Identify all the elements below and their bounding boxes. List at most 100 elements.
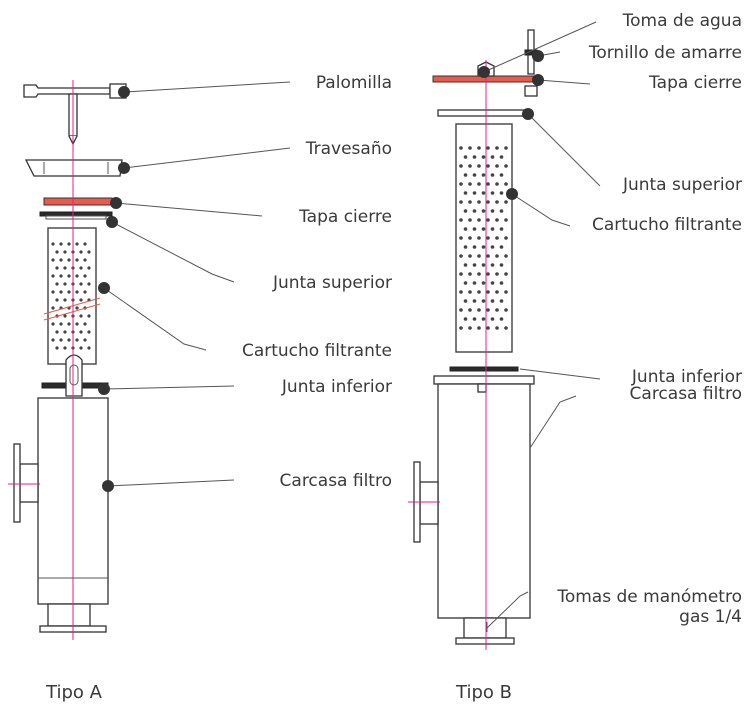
cartucho-filtrante-b: [455, 123, 513, 353]
perforation-hole: [59, 338, 63, 342]
label-palomilla: Palomilla: [316, 73, 392, 93]
perforation-hole: [59, 242, 63, 246]
perforation-hole: [499, 173, 504, 177]
perforation-hole: [67, 242, 71, 246]
perforation-hole: [87, 250, 91, 254]
perforation-hole: [504, 236, 508, 240]
perforation-hole: [79, 250, 83, 254]
perforation-hole: [472, 155, 477, 159]
perforation-hole: [468, 182, 472, 186]
perforation-hole: [459, 146, 463, 150]
filter-type-b: Toma de agua Tornillo de amarre Tapa cie…: [408, 11, 742, 703]
perforation-hole: [495, 218, 499, 222]
perforation-hole: [463, 191, 468, 195]
perforation-hole: [486, 200, 490, 204]
perforation-hole: [477, 146, 481, 150]
perforation-hole: [490, 263, 495, 267]
perforation-hole: [59, 290, 63, 294]
perforation-hole: [504, 326, 508, 330]
perforation-hole: [481, 245, 486, 249]
perforation-hole: [481, 155, 486, 159]
perforation-hole: [477, 236, 481, 240]
perforation-hole: [67, 274, 71, 278]
perforation-hole: [83, 258, 87, 262]
label-tomas-manometro: Tomas de manómetro: [556, 587, 742, 607]
junta-superior-b: [437, 109, 529, 117]
perforation-hole: [468, 326, 472, 330]
perforation-hole: [499, 263, 504, 267]
perforation-hole: [490, 245, 495, 249]
caption-tipo-b: Tipo B: [455, 682, 512, 703]
perforation-hole: [495, 272, 499, 276]
perforation-hole: [472, 209, 477, 213]
perforation-hole: [472, 173, 477, 177]
perforation-hole: [486, 254, 490, 258]
perforation-hole: [75, 242, 79, 246]
perforation-hole: [75, 290, 79, 294]
perforation-hole: [55, 346, 59, 350]
perforation-hole: [490, 299, 495, 303]
perforation-hole: [499, 317, 504, 321]
perforation-hole: [55, 298, 59, 302]
perforation-hole: [486, 272, 490, 276]
perforation-hole: [55, 282, 59, 286]
perforation-hole: [477, 200, 481, 204]
perforation-hole: [495, 308, 499, 312]
perforation-hole: [481, 317, 486, 321]
perforation-hole: [486, 290, 490, 294]
perforation-hole: [459, 254, 463, 258]
perforation-hole: [472, 263, 477, 267]
perforation-hole: [504, 254, 508, 258]
perforation-hole: [481, 227, 486, 231]
perforation-hole: [51, 306, 55, 310]
perforation-hole: [499, 209, 504, 213]
perforation-hole: [463, 245, 468, 249]
perforation-hole: [83, 274, 87, 278]
junta-superior-a: [39, 211, 113, 220]
perforation-hole: [472, 299, 477, 303]
label-carcasa-filtro-b: Carcasa filtro: [630, 384, 742, 404]
perforation-hole: [59, 274, 63, 278]
perforation-hole: [495, 236, 499, 240]
perforation-hole: [87, 314, 91, 318]
perforation-hole: [51, 242, 55, 246]
perforation-hole: [63, 330, 67, 334]
perforation-hole: [459, 182, 463, 186]
perforation-hole: [495, 200, 499, 204]
perforation-hole: [490, 209, 495, 213]
perforation-hole: [463, 155, 468, 159]
label-tornillo-de-amarre: Tornillo de amarre: [588, 43, 742, 63]
perforation-hole: [495, 254, 499, 258]
perforation-hole: [477, 182, 481, 186]
perforation-hole: [490, 227, 495, 231]
perforation-hole: [75, 274, 79, 278]
perforation-hole: [495, 146, 499, 150]
perforation-hole: [490, 173, 495, 177]
perforation-hole: [504, 308, 508, 312]
perforation-hole: [55, 250, 59, 254]
perforation-hole: [63, 298, 67, 302]
perforation-hole: [79, 266, 83, 270]
perforation-hole: [468, 200, 472, 204]
perforation-hole: [477, 326, 481, 330]
perforation-hole: [481, 191, 486, 195]
label-junta-inferior-a: Junta inferior: [281, 377, 392, 397]
perforation-hole: [79, 314, 83, 318]
perforation-hole: [486, 182, 490, 186]
perforation-hole: [490, 281, 495, 285]
perforation-hole: [67, 290, 71, 294]
perforation-hole: [468, 290, 472, 294]
tornillo-de-amarre-part: [524, 29, 538, 97]
label-cartucho-filtrante-a: Cartucho filtrante: [242, 341, 392, 361]
perforation-hole: [499, 245, 504, 249]
perforation-hole: [87, 282, 91, 286]
leaders-a: [98, 81, 291, 492]
perforation-hole: [472, 317, 477, 321]
label-travesano: Travesaño: [305, 139, 392, 159]
perforation-hole: [490, 155, 495, 159]
perforation-hole: [468, 218, 472, 222]
perforation-hole: [459, 290, 463, 294]
perforation-hole: [63, 250, 67, 254]
perforation-hole: [499, 155, 504, 159]
label-tapa-cierre-b: Tapa cierre: [648, 73, 742, 93]
